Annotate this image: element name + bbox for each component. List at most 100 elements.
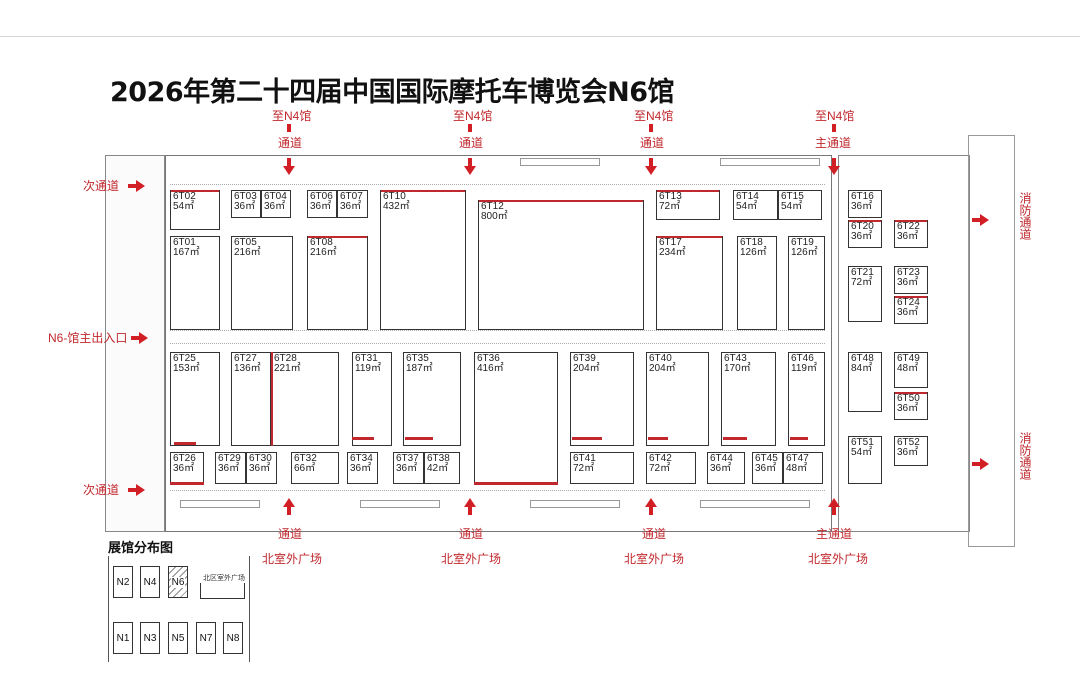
label-line: 通道 [278,527,303,541]
booth[interactable]: 6T10 432㎡ [380,190,466,330]
booth-frontage [352,437,374,440]
hall-n6-current: N6 [168,566,188,598]
booth-frontage [271,352,273,446]
booth-area: 36㎡ [851,231,873,242]
booth[interactable]: 6T44 36㎡ [707,452,745,484]
booth-code: 6T02 [173,191,196,202]
hall-n2: N2 [113,566,133,598]
booth[interactable]: 6T23 36㎡ [894,266,928,294]
booth[interactable]: 6T12 800㎡ [478,200,644,330]
left-label-top: 次通道 [83,179,120,193]
booth[interactable]: 6T47 48㎡ [783,452,823,484]
booth[interactable]: 6T14 54㎡ [733,190,778,220]
booth[interactable]: 6T13 72㎡ [656,190,720,220]
label-line: 主通道 [816,527,853,541]
booth-frontage [648,437,668,440]
booth-code: 6T35 [406,353,429,364]
booth-frontage [849,220,881,222]
arrow-stem [468,158,472,166]
booth-area: 36㎡ [350,463,372,474]
booth[interactable]: 6T37 36㎡ [393,452,424,484]
booth[interactable]: 6T02 54㎡ [170,190,220,230]
booth[interactable]: 6T04 36㎡ [261,190,291,218]
booth[interactable]: 6T39 204㎡ [570,352,634,446]
booth-area: 216㎡ [310,247,337,258]
booth[interactable]: 6T49 48㎡ [894,352,928,388]
booth-code: 6T45 [755,453,778,464]
booth[interactable]: 6T27 136㎡ [231,352,271,446]
hall-floor [165,155,832,532]
booth[interactable]: 6T17 234㎡ [656,236,723,330]
booth[interactable]: 6T36 416㎡ [474,352,558,484]
booth-code: 6T52 [897,437,920,448]
booth[interactable]: 6T34 36㎡ [347,452,378,484]
booth[interactable]: 6T22 36㎡ [894,220,928,248]
hall-n3: N3 [140,622,160,654]
booth-code: 6T49 [897,353,920,364]
booth[interactable]: 6T32 66㎡ [291,452,339,484]
booth-code: 6T37 [396,453,419,464]
label-line: 通道 [640,136,665,150]
page-title: 2026年第二十四届中国国际摩托车博览会N6馆 [110,77,675,108]
arrow-right-icon [136,180,145,192]
label-line: 通道 [459,136,484,150]
wall-strip [700,500,810,508]
booth[interactable]: 6T01 167㎡ [170,236,220,330]
booth[interactable]: 6T15 54㎡ [778,190,822,220]
booth-area: 36㎡ [264,201,286,212]
booth[interactable]: 6T50 36㎡ [894,392,928,420]
arrow-right-icon [136,484,145,496]
booth[interactable]: 6T03 36㎡ [231,190,261,218]
booth[interactable]: 6T05 216㎡ [231,236,293,330]
booth[interactable]: 6T38 42㎡ [424,452,460,484]
booth[interactable]: 6T16 36㎡ [848,190,882,218]
booth-area: 72㎡ [573,463,595,474]
booth[interactable]: 6T30 36㎡ [246,452,277,484]
booth[interactable]: 6T29 36㎡ [215,452,246,484]
booth[interactable]: 6T06 36㎡ [307,190,337,218]
booth[interactable]: 6T48 84㎡ [848,352,882,412]
booth-area: 36㎡ [396,463,418,474]
left-label-main-entrance: N6-馆主出入口 [48,331,128,345]
top-label-3: 至N4馆 通道 [634,110,673,150]
booth[interactable]: 6T08 216㎡ [307,236,368,330]
booth[interactable]: 6T41 72㎡ [570,452,634,484]
booth-code: 6T13 [659,191,682,202]
label-line: 通道 [642,527,667,541]
booth-area: 119㎡ [791,363,817,374]
booth[interactable]: 6T31 119㎡ [352,352,392,446]
booth-code: 6T42 [649,453,672,464]
top-label-2: 至N4馆 通道 [453,110,492,150]
booth[interactable]: 6T18 126㎡ [737,236,777,330]
booth[interactable]: 6T24 36㎡ [894,296,928,324]
booth-area: 36㎡ [897,307,919,318]
arrow-stem [468,507,472,515]
booth[interactable]: 6T51 54㎡ [848,436,882,484]
hall-label: N1 [115,632,131,644]
booth-area: 54㎡ [851,447,873,458]
booth-code: 6T31 [355,353,378,364]
dimension-row [170,330,825,337]
arrow-stem [287,124,291,132]
booth[interactable]: 6T43 170㎡ [721,352,776,446]
booth-area: 72㎡ [649,463,671,474]
booth[interactable]: 6T52 36㎡ [894,436,928,466]
booth[interactable]: 6T26 36㎡ [170,452,204,484]
booth[interactable]: 6T19 126㎡ [788,236,825,330]
booth[interactable]: 6T20 36㎡ [848,220,882,248]
booth[interactable]: 6T28 221㎡ [271,352,339,446]
booth[interactable]: 6T25 153㎡ [170,352,220,446]
label-line: 北室外广场 [441,552,502,566]
booth-frontage [572,437,602,440]
booth-code: 6T20 [851,221,874,232]
booth-code: 6T05 [234,237,257,248]
booth[interactable]: 6T40 204㎡ [646,352,709,446]
booth-area: 136㎡ [234,363,261,374]
booth[interactable]: 6T45 36㎡ [752,452,783,484]
booth-frontage [895,220,927,222]
booth[interactable]: 6T07 36㎡ [337,190,368,218]
booth[interactable]: 6T21 72㎡ [848,266,882,322]
booth[interactable]: 6T35 187㎡ [403,352,461,446]
booth[interactable]: 6T46 119㎡ [788,352,825,446]
booth[interactable]: 6T42 72㎡ [646,452,696,484]
